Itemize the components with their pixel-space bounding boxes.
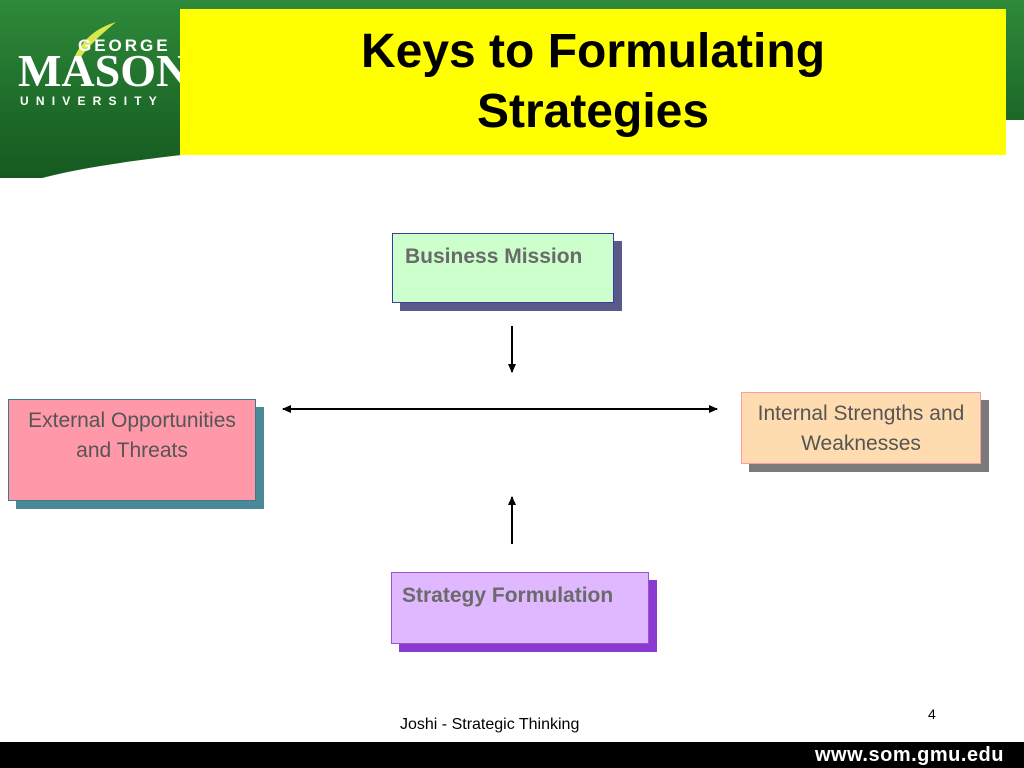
business-mission-box: Business Mission [392,233,614,303]
internal-strengths-box: Internal Strengths and Weaknesses [741,392,981,464]
strategy-formulation-box: Strategy Formulation [391,572,649,644]
external-opportunities-box: External Opportunities and Threats [8,399,256,501]
slide-title: Keys to Formulating Strategies [360,25,826,138]
footer-bar [0,742,1024,768]
leaf-icon [74,22,116,58]
logo-mason-text: MASON [18,45,190,96]
footer-url: www.som.gmu.edu [815,744,1004,766]
logo-university-text: UNIVERSITY [20,94,165,108]
university-logo: GEORGE MASON UNIVERSITY [18,22,189,114]
footer-author: Joshi - Strategic Thinking [400,716,580,733]
logo-george-text: GEORGE [78,36,171,55]
page-number: 4 [928,706,936,722]
title-box: Keys to Formulating Strategies [180,9,1006,155]
